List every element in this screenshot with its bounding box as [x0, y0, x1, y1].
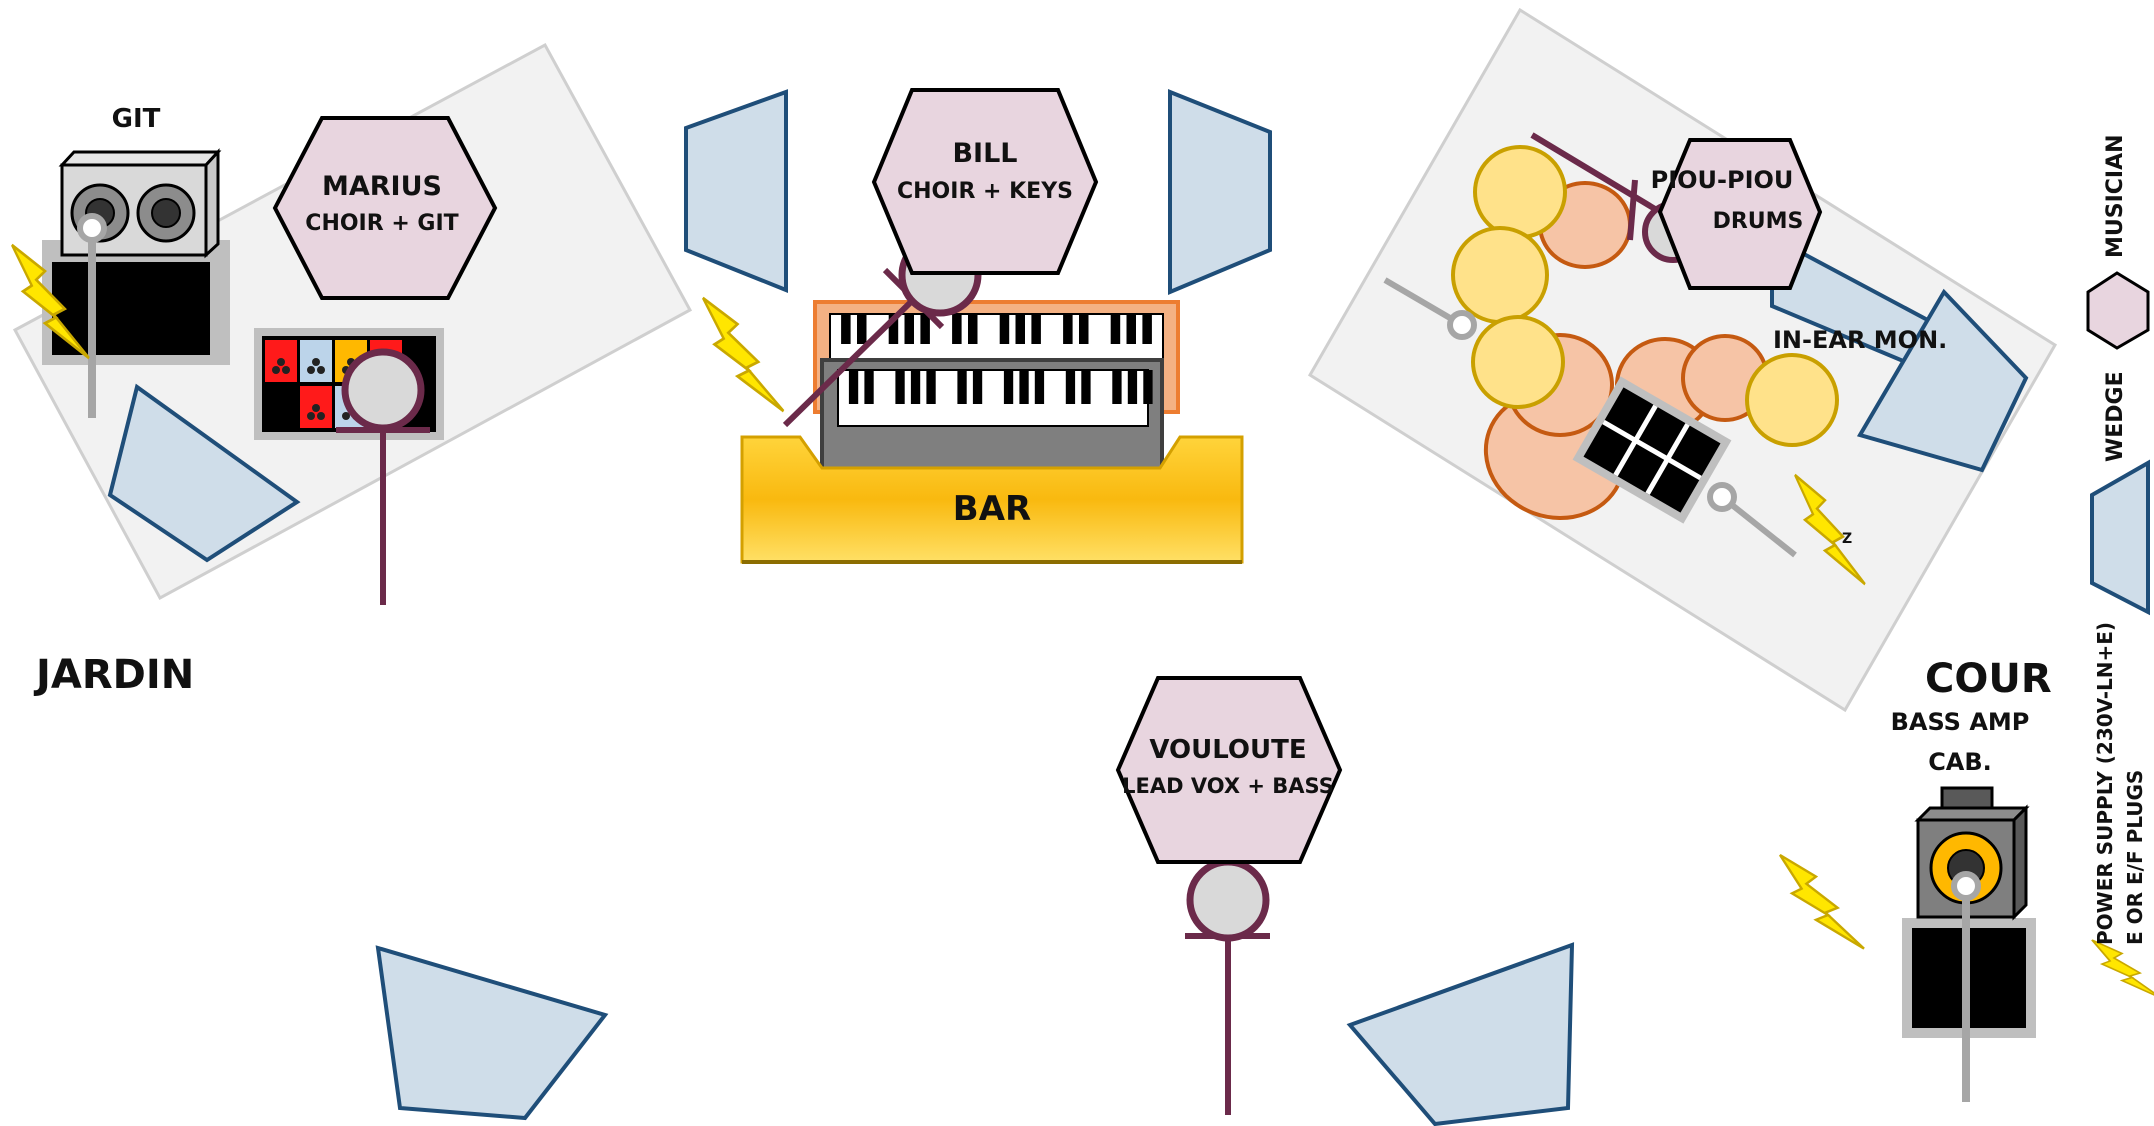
legend-musician-label: MUSICIAN	[2103, 134, 2128, 258]
wedge-monitor	[107, 383, 301, 563]
black-key	[1015, 314, 1025, 344]
legend-wedge-icon	[2090, 459, 2150, 616]
black-key	[1081, 370, 1091, 404]
wedge-monitor	[1168, 89, 1272, 296]
musician-name: PIOU-PIOU	[1651, 166, 1794, 194]
cour-label: COUR	[1925, 656, 2052, 702]
wedge-group	[107, 89, 2029, 1126]
black-key	[1031, 314, 1041, 344]
power-bolt-icon	[701, 296, 785, 413]
wedge-monitor	[1856, 288, 2029, 473]
black-key	[888, 314, 899, 344]
musician-name: MARIUS	[322, 171, 442, 202]
musician-role: CHOIR + GIT	[305, 211, 458, 236]
legend-musician-icon	[2086, 271, 2150, 350]
black-key	[1110, 314, 1121, 344]
in-ear-label: IN-EAR MON.	[1773, 326, 1947, 354]
drum-kit	[1451, 145, 1839, 520]
black-key	[952, 314, 962, 344]
black-key	[957, 370, 967, 404]
bass-amp-label: BASS AMP	[1891, 708, 2030, 736]
black-key	[1143, 370, 1153, 404]
bass-cab-label: CAB.	[1928, 748, 1992, 776]
black-key	[1079, 314, 1089, 344]
legend-wedge-label: WEDGE	[2103, 371, 2128, 462]
mic-stand-marius	[336, 348, 430, 605]
black-key	[910, 370, 921, 404]
legend-power-label: POWER SUPPLY (230V-LN+E)	[2093, 622, 2117, 945]
musician-piou-piou: PIOU-PIOU DRUMS	[1651, 138, 1823, 290]
black-key	[920, 314, 930, 344]
wedge-monitor	[375, 945, 609, 1121]
power-bolt-icon	[1778, 853, 1866, 950]
black-key	[864, 370, 874, 404]
black-key	[1019, 370, 1029, 404]
musician-role: LEAD VOX + BASS	[1122, 774, 1334, 798]
musician-name: BILL	[952, 138, 1017, 169]
git-amp-label: GIT	[112, 104, 161, 134]
keyboard-front	[820, 358, 1164, 472]
bass-amp	[1902, 786, 2036, 1102]
black-key	[1142, 314, 1152, 344]
bar-label: BAR	[953, 489, 1031, 529]
musician-marius: MARIUS CHOIR + GIT	[272, 116, 498, 300]
legend-power-label-2: E OR E/F PLUGS	[2123, 770, 2147, 945]
drum-mic-stands	[1383, 277, 1797, 558]
black-key	[895, 370, 905, 404]
drum-pad	[1572, 376, 1732, 524]
musician-role: CHOIR + KEYS	[897, 179, 1073, 204]
black-key	[1003, 370, 1014, 404]
black-key	[968, 314, 978, 344]
black-key	[926, 370, 936, 404]
black-key	[972, 370, 983, 404]
musician-role: DRUMS	[1713, 209, 1804, 234]
black-key	[1065, 370, 1076, 404]
black-key	[1126, 314, 1136, 344]
black-key	[1112, 370, 1122, 404]
black-key	[857, 314, 867, 344]
black-key	[841, 314, 851, 344]
mic-stand-vouloute	[1185, 858, 1270, 1115]
legend: MUSICIAN WEDGE POWER SUPPLY (230V-LN+E) …	[2086, 134, 2150, 945]
black-key	[1063, 314, 1073, 344]
wedge-monitor	[684, 89, 788, 293]
black-key	[848, 370, 859, 404]
musician-bill: BILL CHOIR + KEYS	[871, 88, 1099, 275]
black-key	[904, 314, 914, 344]
jardin-label: JARDIN	[33, 652, 194, 698]
power-bolt-icon	[2091, 939, 2154, 1000]
wedge-monitor	[1346, 942, 1575, 1126]
black-key	[1034, 370, 1045, 404]
drum-small-label: Z	[1842, 531, 1852, 547]
black-key	[999, 314, 1010, 344]
musician-name: VOULOUTE	[1149, 735, 1306, 765]
black-key	[1127, 370, 1138, 404]
musician-vouloute: VOULOUTE LEAD VOX + BASS	[1115, 676, 1343, 864]
